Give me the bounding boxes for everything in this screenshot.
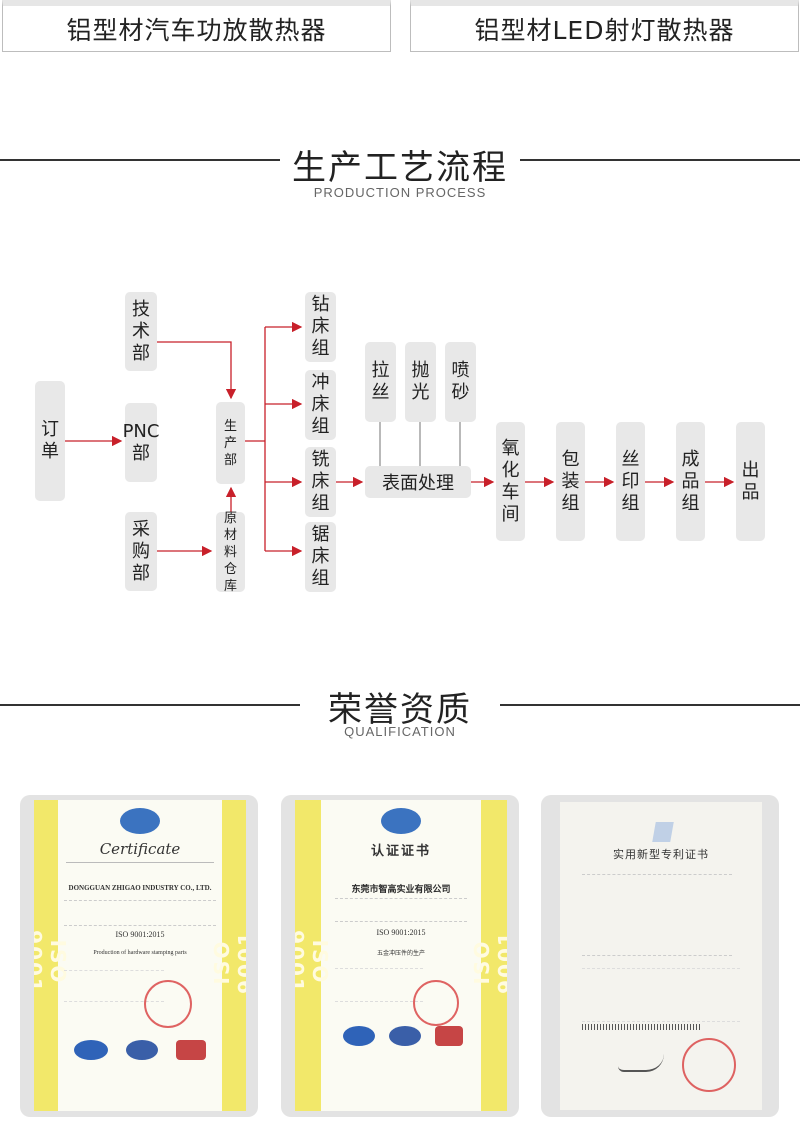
node-sandblast-label: 喷砂 xyxy=(451,360,470,403)
cert1-company: DONGGUAN ZHIGAO INDUSTRY CO., LTD. xyxy=(68,884,212,892)
cert2-title: 认证证书 xyxy=(370,844,431,859)
cert3-body-lines xyxy=(582,968,740,1022)
patent-emblem-icon xyxy=(652,822,674,842)
cert1-script-title: Certificate xyxy=(99,840,181,858)
cert1-date-lines xyxy=(64,970,164,1002)
iaf-badge-icon xyxy=(389,1026,421,1046)
node-warehouse: 原材料仓库 xyxy=(216,510,245,594)
eacc-logo-icon xyxy=(120,808,160,834)
node-shipping-label: 出品 xyxy=(741,459,760,503)
anab-badge-icon xyxy=(176,1040,206,1060)
product-label-amplifier: 铝型材汽车功放散热器 xyxy=(2,0,391,52)
cert1-address-lines xyxy=(64,900,216,926)
cert3-red-seal-icon xyxy=(682,1038,736,1092)
node-polish-label: 抛光 xyxy=(411,360,430,403)
node-polish: 抛光 xyxy=(405,342,436,422)
node-finished-label: 成品组 xyxy=(681,448,700,514)
node-purchase-label: 采购部 xyxy=(132,518,150,584)
cert2-address-lines xyxy=(335,898,467,922)
node-saw: 锯床组 xyxy=(305,522,336,592)
section-divider-left xyxy=(0,159,280,161)
node-drill: 钻床组 xyxy=(305,292,336,362)
anab-badge-icon xyxy=(435,1026,463,1046)
qual-divider-right xyxy=(500,704,800,706)
cert2-date-lines xyxy=(335,968,423,1002)
node-brush: 拉丝 xyxy=(365,342,396,422)
cert2-stripe-right xyxy=(481,800,507,1111)
flow-connectors xyxy=(65,321,735,557)
production-subtitle: PRODUCTION PROCESS xyxy=(313,185,487,200)
node-printing-label: 丝印组 xyxy=(621,448,640,514)
node-saw-label: 锯床组 xyxy=(311,524,330,589)
cert1-stripe-right xyxy=(222,800,246,1111)
node-finished: 成品组 xyxy=(676,422,705,541)
cert2-standard: ISO 9001:2015 xyxy=(376,928,426,937)
node-order-label: 订单 xyxy=(41,419,59,462)
qualification-subtitle: QUALIFICATION xyxy=(344,724,456,739)
certificate-card-iso-cn: ISO 9001 ISO 9001 认证证书 东莞市智高实业有限公司 ISO 9… xyxy=(281,795,519,1117)
certificate-card-iso-en: ISO 9001 ISO 9001 Certificate DONGGUAN Z… xyxy=(20,795,258,1117)
cert1-side-text-right: ISO 9001 xyxy=(210,930,246,994)
node-punch-label: 冲床组 xyxy=(311,372,330,437)
certificate-iso-cn: ISO 9001 ISO 9001 认证证书 东莞市智高实业有限公司 ISO 9… xyxy=(295,800,507,1111)
certificate-patent: 实用新型专利证书 xyxy=(560,802,762,1110)
node-punch: 冲床组 xyxy=(305,370,336,440)
node-surface: 表面处理 xyxy=(365,466,471,498)
node-oxidation-label: 氧化车间 xyxy=(501,437,520,525)
node-warehouse-label: 原材料仓库 xyxy=(223,510,237,594)
node-sandblast: 喷砂 xyxy=(445,342,476,422)
cert1-standard: ISO 9001:2015 xyxy=(115,930,165,939)
iaf-badge-icon xyxy=(126,1040,158,1060)
node-order: 订单 xyxy=(35,381,65,501)
node-mill-label: 铣床组 xyxy=(311,449,330,514)
cert2-red-seal-icon xyxy=(413,980,459,1026)
node-tech: 技术部 xyxy=(125,292,157,371)
cert3-signature xyxy=(618,1054,664,1072)
node-brush-label: 拉丝 xyxy=(371,360,390,403)
eacc-logo-icon xyxy=(381,808,421,834)
cert1-scope: Production of hardware stamping parts xyxy=(93,950,187,956)
cert3-field-lines xyxy=(582,874,732,956)
node-purchase: 采购部 xyxy=(125,512,157,591)
cert2-company: 东莞市智高实业有限公司 xyxy=(351,885,451,895)
node-surface-label: 表面处理 xyxy=(382,473,454,494)
cert2-stripe-left xyxy=(295,800,321,1111)
node-oxidation: 氧化车间 xyxy=(496,422,525,541)
qual-divider-left xyxy=(0,704,300,706)
eacc-badge-icon xyxy=(343,1026,375,1046)
node-packing: 包装组 xyxy=(556,422,585,541)
node-printing: 丝印组 xyxy=(616,422,645,541)
node-shipping: 出品 xyxy=(736,422,765,541)
eacc-badge-icon xyxy=(74,1040,108,1060)
section-divider-right xyxy=(520,159,800,161)
cert1-stripe-left xyxy=(34,800,58,1111)
certificate-card-patent: 实用新型专利证书 xyxy=(541,795,779,1117)
cert3-barcode xyxy=(582,1024,702,1030)
qualification-title: 荣誉资质 xyxy=(328,690,472,730)
production-title: 生产工艺流程 xyxy=(292,148,508,188)
product-label-led: 铝型材LED射灯散热器 xyxy=(410,0,799,52)
cert3-title: 实用新型专利证书 xyxy=(613,848,709,861)
node-production-dept: 生产部 xyxy=(216,402,245,484)
certificate-iso-en: ISO 9001 ISO 9001 Certificate DONGGUAN Z… xyxy=(34,800,246,1111)
cert2-scope: 五金冲压件的生产 xyxy=(376,950,425,957)
node-packing-label: 包装组 xyxy=(561,448,580,514)
cert1-red-seal-icon xyxy=(144,980,192,1028)
node-mill: 铣床组 xyxy=(305,447,336,517)
node-drill-label: 钻床组 xyxy=(311,294,330,359)
cert1-divider xyxy=(66,862,214,863)
node-tech-label: 技术部 xyxy=(132,298,150,364)
node-production-dept-label: 生产部 xyxy=(223,418,237,468)
